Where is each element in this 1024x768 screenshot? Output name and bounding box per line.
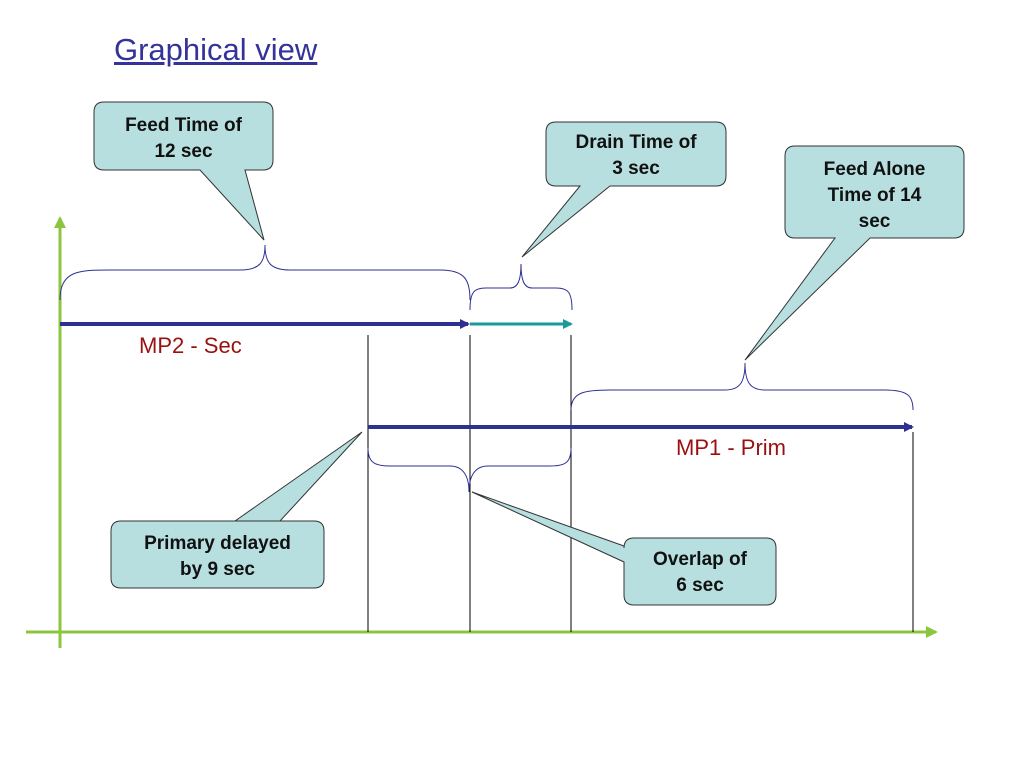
callout-overlap (471, 491, 777, 606)
mp2-label: MP2 - Sec (139, 333, 242, 358)
drain-time-line-1: Drain Time of (575, 132, 697, 153)
mp1-label: MP1 - Prim (676, 435, 786, 460)
drain-time-brace (469, 263, 573, 311)
feed-time-line-1: Feed Time of (125, 115, 242, 136)
feed-time-line-2: 12 sec (154, 141, 213, 162)
feed-alone-brace (570, 362, 914, 411)
feed-alone-text: Feed Alone Time of 14 sec (785, 157, 964, 235)
callout-drain-time (521, 121, 727, 258)
overlap-text: Overlap of 6 sec (624, 547, 776, 599)
feed-alone-line-1: Feed Alone (823, 159, 926, 180)
drain-time-line-2: 3 sec (612, 158, 660, 179)
page-title: Graphical view (114, 32, 318, 67)
primary-delayed-line-2: by 9 sec (180, 559, 255, 580)
drain-time-text: Drain Time of 3 sec (546, 130, 726, 182)
feed-time-brace (59, 244, 471, 301)
overlap-line-1: Overlap of (653, 549, 747, 570)
callout-primary-delayed (110, 431, 363, 589)
primary-delayed-text: Primary delayed by 9 sec (111, 531, 324, 583)
feed-alone-line-2: Time of 14 (827, 185, 922, 206)
callout-feed-time (93, 101, 274, 241)
feed-alone-line-3: sec (858, 211, 891, 232)
callout-feed-alone (744, 145, 965, 361)
overlap-brace (367, 447, 572, 493)
overlap-line-2: 6 sec (676, 575, 724, 596)
primary-delayed-line-1: Primary delayed (144, 533, 291, 554)
feed-time-text: Feed Time of 12 sec (94, 113, 273, 165)
